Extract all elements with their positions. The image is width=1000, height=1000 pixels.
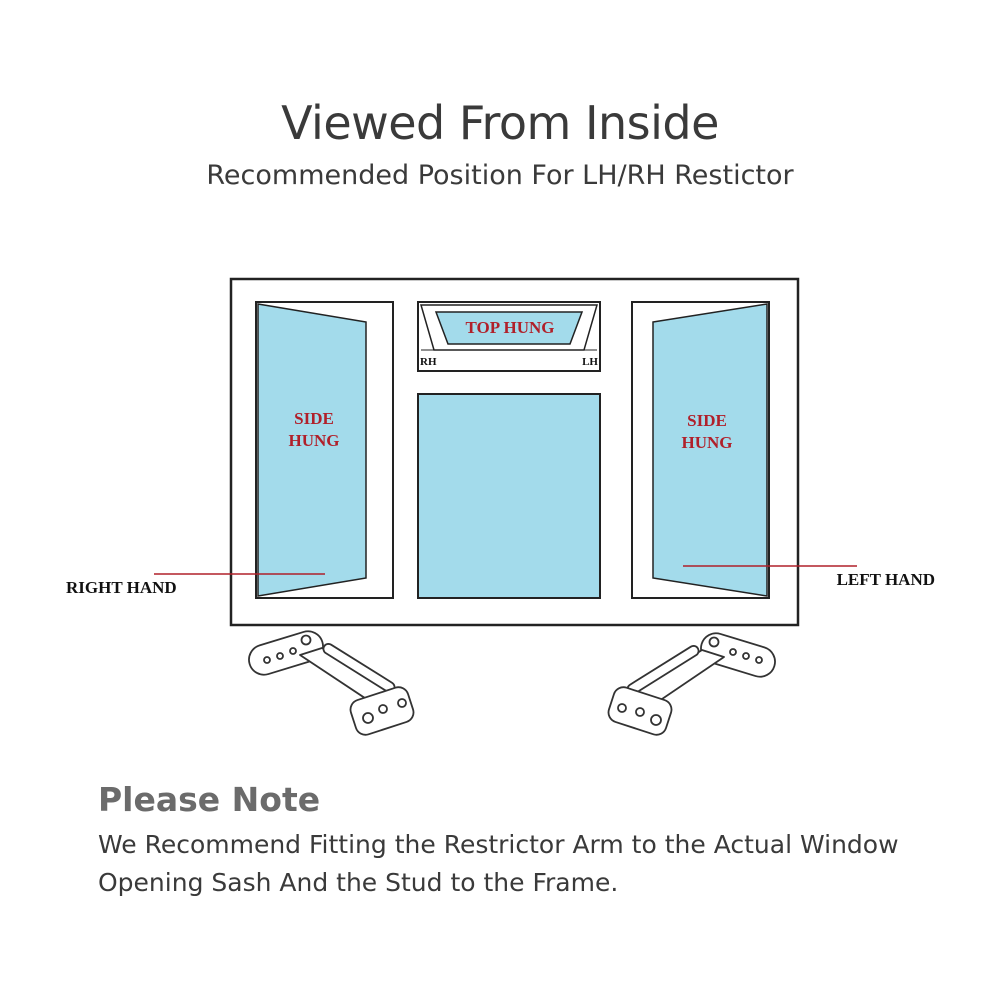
right-pane-label-line1: SIDE <box>687 411 727 430</box>
restrictor-arm-left-icon <box>248 630 415 736</box>
top-pane-label: TOP HUNG <box>466 318 555 337</box>
left-pane-glass <box>257 303 367 597</box>
top-hung-pane: TOP HUNG RH LH <box>417 301 601 372</box>
note-body: We Recommend Fitting the Restrictor Arm … <box>98 826 938 902</box>
right-hand-label: RIGHT HAND <box>66 578 177 597</box>
center-fixed-pane <box>417 393 601 599</box>
left-side-hung-pane: SIDE HUNG <box>255 301 394 599</box>
right-pane-label-line2: HUNG <box>682 433 733 452</box>
top-pane-lh-label: LH <box>582 356 598 368</box>
left-hand-label: LEFT HAND <box>837 570 935 589</box>
right-side-hung-pane: SIDE HUNG <box>631 301 770 599</box>
left-pane-label-line2: HUNG <box>289 431 340 450</box>
left-pane-label-line1: SIDE <box>294 409 334 428</box>
note-heading: Please Note <box>98 780 321 819</box>
note-line-1: We Recommend Fitting the Restrictor Arm … <box>98 830 899 859</box>
right-pane-glass <box>652 303 768 597</box>
top-pane-rh-label: RH <box>420 356 437 368</box>
page-subtitle: Recommended Position For LH/RH Restictor <box>206 160 794 191</box>
page-title: Viewed From Inside <box>281 96 719 150</box>
note-line-2: Opening Sash And the Stud to the Frame. <box>98 868 619 897</box>
restrictor-arm-right-icon <box>607 632 776 736</box>
top-pane-glass <box>434 311 584 345</box>
